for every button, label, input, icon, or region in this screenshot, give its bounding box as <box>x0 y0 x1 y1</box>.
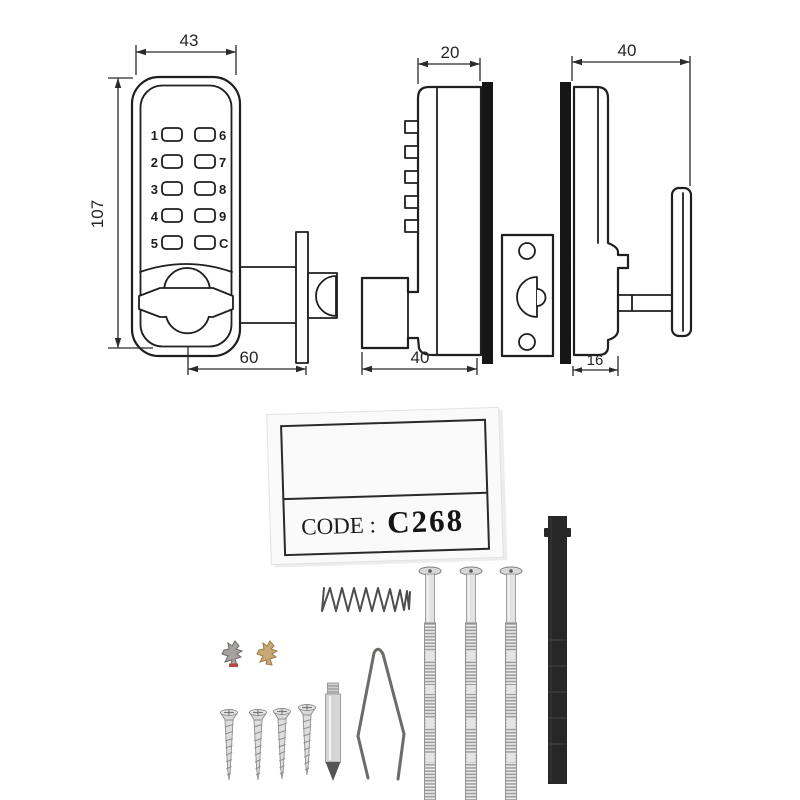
keypad: 1 6 2 7 3 8 4 9 5 C <box>151 127 229 251</box>
hardware-kit <box>219 516 571 800</box>
dim-interior-depth-label: 40 <box>618 41 637 60</box>
lock-body-outline <box>130 75 242 358</box>
dim-knob-depth-label: 40 <box>411 348 430 367</box>
dimension-handle-depth: 16 <box>572 352 619 376</box>
screw-hole <box>518 333 536 351</box>
turn-handle <box>670 186 693 338</box>
dimension-interior-depth: 40 <box>571 41 691 186</box>
card-border <box>280 418 491 557</box>
dimension-knob-depth: 40 <box>361 348 478 375</box>
keypad-label: 2 <box>151 155 158 170</box>
front-view: 1 6 2 7 3 8 4 9 5 C <box>130 75 338 364</box>
self-tapping-screw <box>297 703 317 776</box>
keypad-label: 9 <box>219 209 226 224</box>
interior-side-view <box>560 82 693 364</box>
self-tapping-screw <box>248 708 268 781</box>
cam-silver <box>221 640 243 667</box>
door-edge-exterior <box>482 82 493 364</box>
spindle-pin <box>325 682 341 781</box>
keypad-label: 6 <box>219 128 226 143</box>
lock-bezel-outline <box>139 84 233 348</box>
keypad-button <box>161 127 183 142</box>
thumb-turn <box>138 263 234 335</box>
keypad-label: 4 <box>151 209 159 224</box>
dim-width-label: 43 <box>180 31 199 50</box>
dimension-backset: 60 <box>187 346 307 375</box>
interior-body-outline <box>572 85 630 357</box>
keypad-label: 1 <box>151 128 158 143</box>
connecting-bolt <box>459 566 483 800</box>
exterior-side-view <box>360 82 493 364</box>
keypad-button <box>161 154 183 169</box>
keypad-label: 3 <box>151 182 158 197</box>
dimension-exterior-depth: 20 <box>417 43 481 84</box>
keypad-button <box>161 181 183 196</box>
dimension-height: 107 <box>88 77 153 349</box>
strike-plate <box>500 233 555 358</box>
dim-backset-label: 60 <box>240 348 259 367</box>
button-profile <box>404 145 419 159</box>
screw-hole <box>518 242 536 260</box>
door-edge-interior <box>560 82 571 364</box>
latch-assembly <box>239 231 338 364</box>
exterior-body-outline <box>360 85 483 357</box>
code-label: CODE : <box>301 512 376 539</box>
dimension-width: 43 <box>135 31 237 75</box>
button-profile <box>404 219 419 233</box>
code-value: C268 <box>387 503 465 540</box>
keypad-label: 7 <box>219 155 226 170</box>
keypad-button <box>194 154 216 169</box>
keypad-label: 8 <box>219 182 226 197</box>
keypad-label: 5 <box>151 236 158 251</box>
button-profile <box>404 120 419 134</box>
keypad-button <box>194 127 216 142</box>
cam-brass <box>256 640 278 666</box>
dim-height-label: 107 <box>88 200 107 228</box>
dim-handle-depth-label: 16 <box>587 352 604 369</box>
self-tapping-screw <box>219 708 239 781</box>
keypad-button <box>161 208 183 223</box>
v-spring-clip <box>356 647 406 781</box>
self-tapping-screw <box>272 707 292 780</box>
square-spindle-rod <box>544 516 571 784</box>
button-profile <box>404 195 419 209</box>
latch-faceplate <box>295 231 309 364</box>
keypad-button <box>194 235 216 250</box>
coil-spring <box>321 587 411 612</box>
keypad-button <box>194 181 216 196</box>
connecting-bolt <box>418 566 442 800</box>
button-profile <box>404 170 419 184</box>
spindle-axle <box>617 294 674 312</box>
keypad-label: C <box>219 236 229 251</box>
keypad-button <box>194 208 216 223</box>
package-code-card: CODE : C268 <box>266 406 508 568</box>
connecting-bolt <box>499 566 523 800</box>
card-divider <box>283 491 488 501</box>
keypad-button <box>161 235 183 250</box>
dim-exterior-depth-label: 20 <box>441 43 460 62</box>
card <box>266 406 504 566</box>
